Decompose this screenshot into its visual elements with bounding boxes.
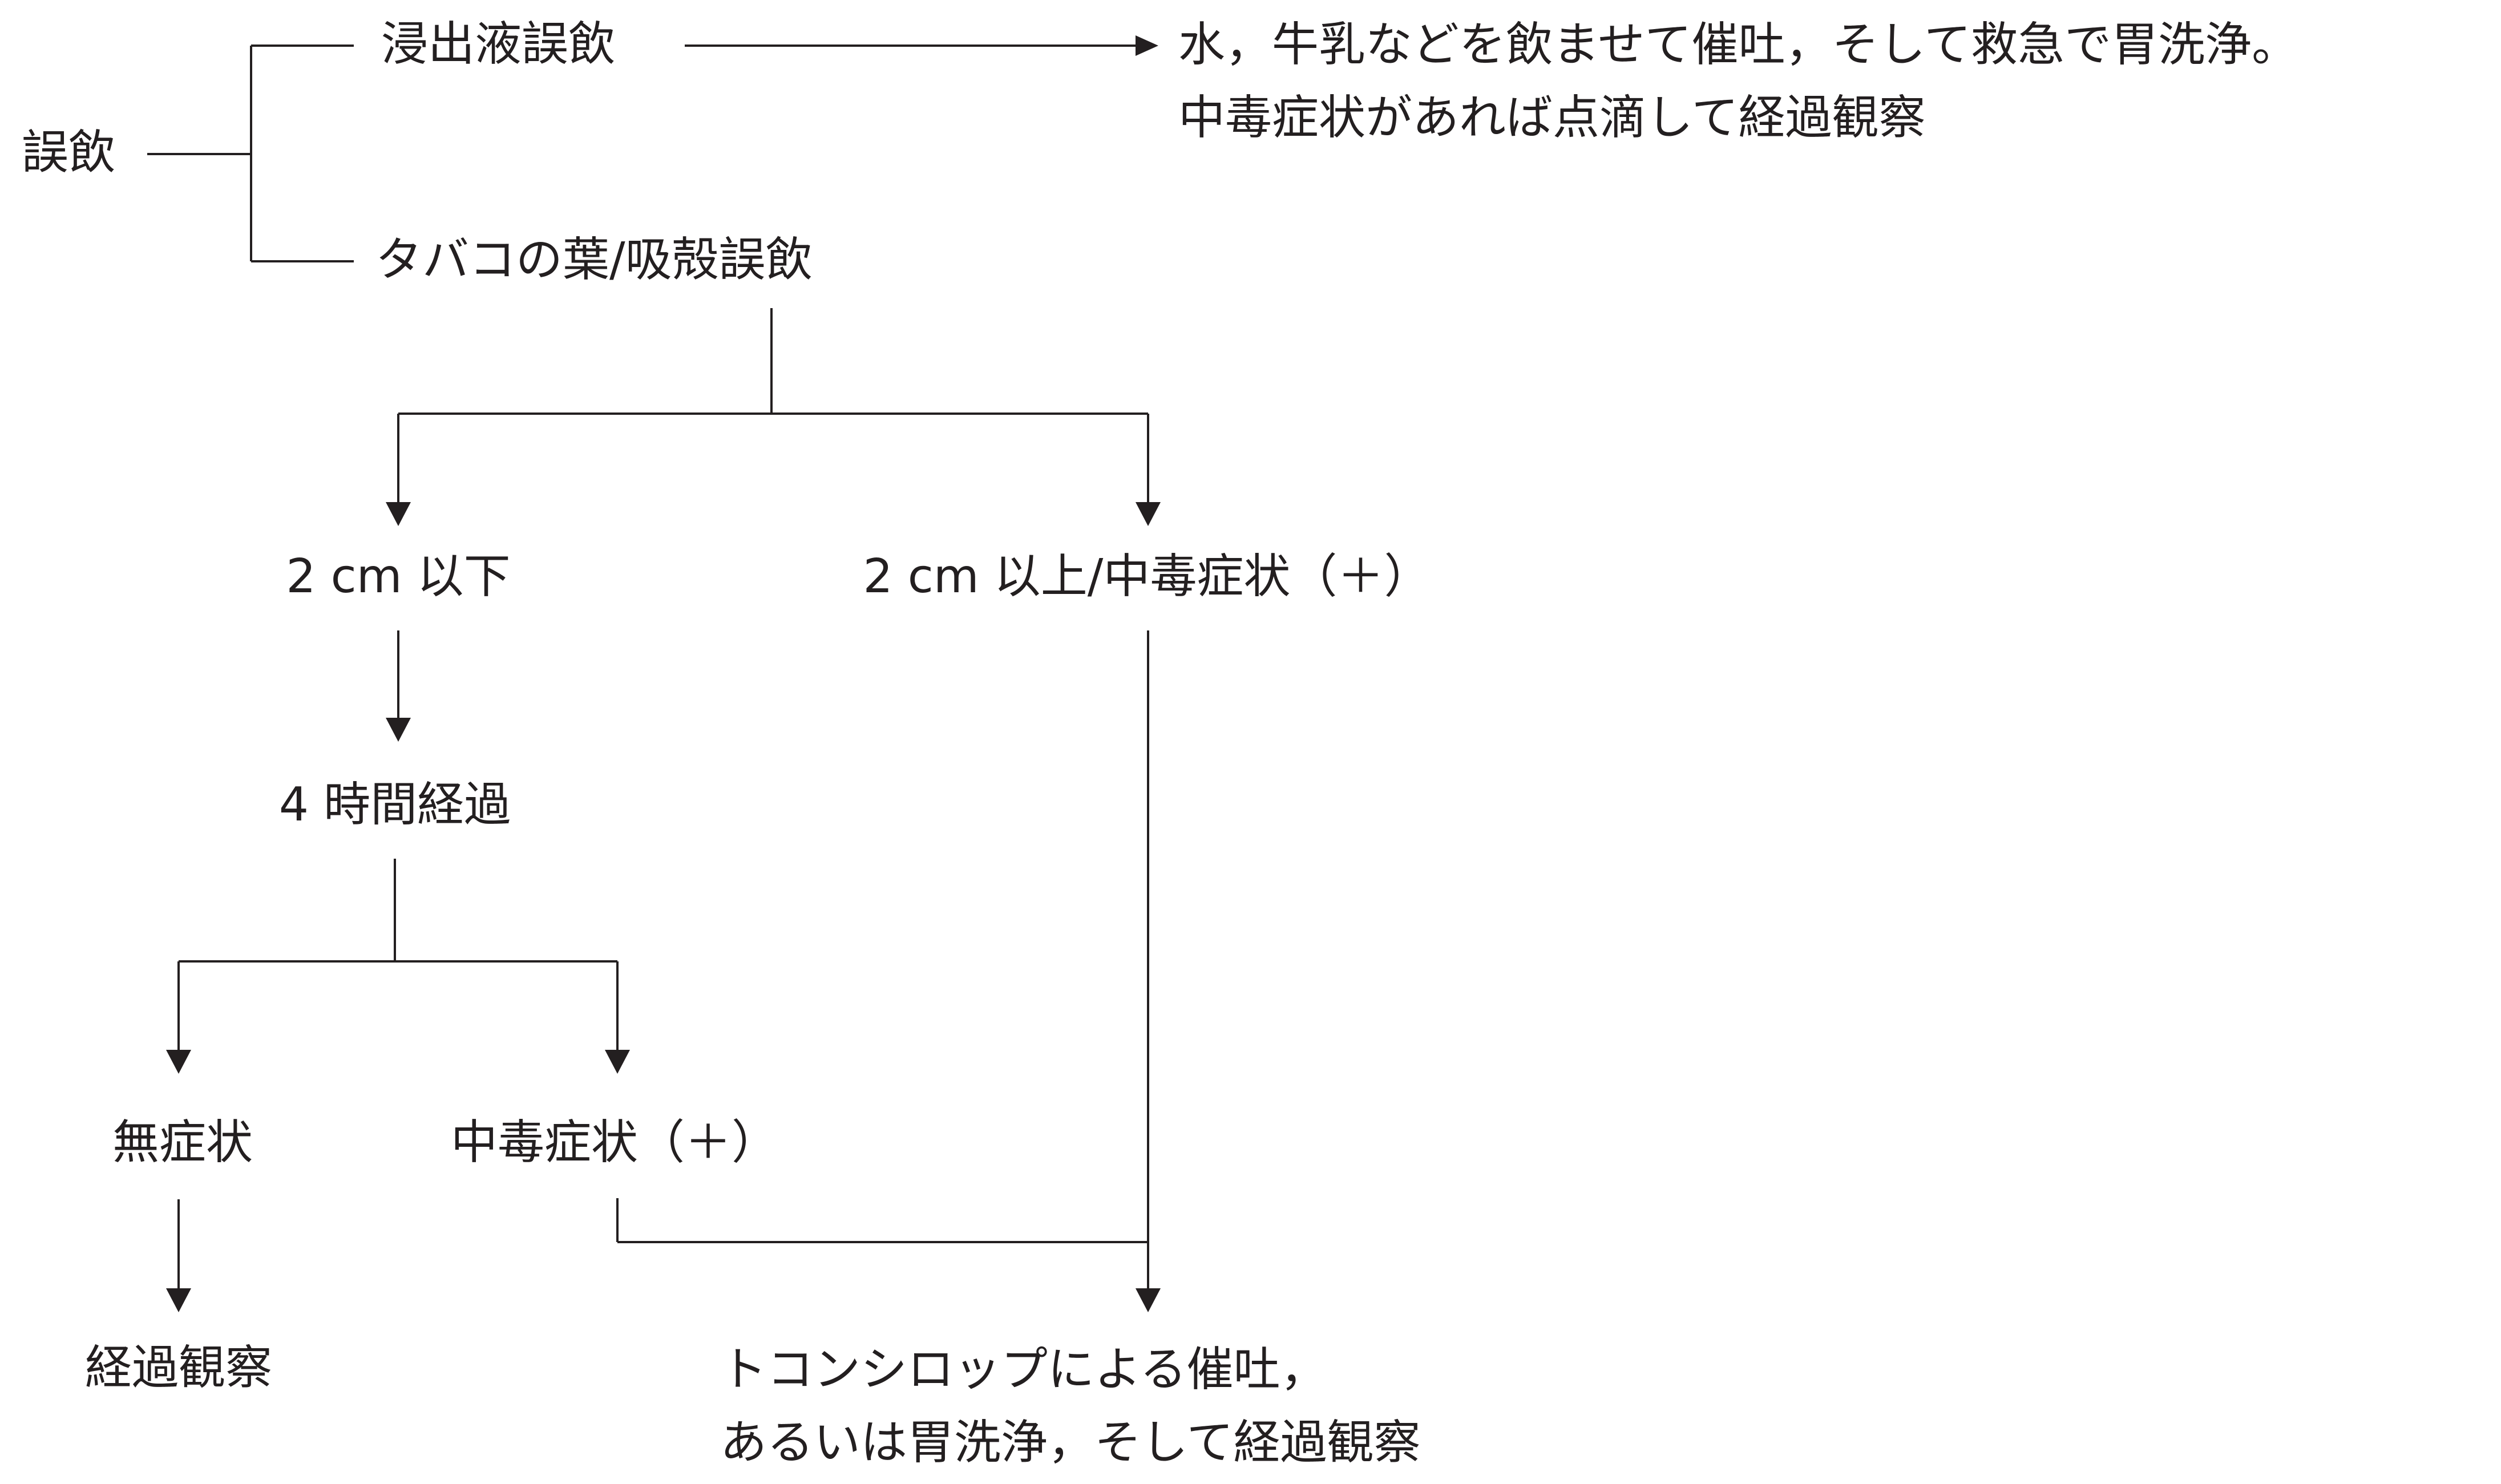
arrowhead-to-wait-4h: [386, 718, 411, 742]
node-infusion-ingestion: 浸出液誤飲: [381, 17, 616, 71]
node-over-2cm-or-symptoms: 2 cm 以上/中毒症状（＋）: [863, 549, 1431, 604]
node-4-hours-elapsed: 4 時間経過: [278, 778, 511, 832]
arrowhead-to-over-2cm: [1136, 502, 1161, 526]
arrowhead-to-infusion-action: [1136, 35, 1158, 56]
node-no-symptoms: 無症状: [112, 1115, 253, 1170]
emesis-line-1: トコンシロップによる催吐，: [720, 1343, 1327, 1397]
node-ingestion: 誤飲: [22, 126, 116, 180]
arrowhead-to-under-2cm: [386, 502, 411, 526]
infusion-action-line-2: 中毒症状があれば点滴して経過観察: [1178, 90, 1926, 145]
node-infusion-action: 水，牛乳などを飲ませて催吐，そして救急で胃洗浄。 中毒症状があれば点滴して経過観…: [1178, 9, 2298, 155]
arrowhead-to-observe: [166, 1288, 191, 1312]
infusion-action-line-1: 水，牛乳などを飲ませて催吐，そして救急で胃洗浄。: [1178, 18, 2299, 72]
node-ipecac-emesis: トコンシロップによる催吐， あるいは胃洗浄，そして経過観察: [720, 1333, 1421, 1479]
node-leaf-butt-ingestion: タバコの葉/吸殻誤飲: [375, 233, 813, 287]
node-poisoning-symptoms: 中毒症状（＋）: [450, 1115, 779, 1170]
emesis-line-2: あるいは胃洗浄，そして経過観察: [720, 1415, 1421, 1470]
arrowhead-to-emesis: [1136, 1288, 1161, 1312]
node-under-2cm: 2 cm 以下: [286, 549, 511, 604]
node-observe: 経過観察: [84, 1341, 273, 1395]
arrowhead-to-no-symptoms: [166, 1050, 191, 1074]
arrowhead-to-symptoms: [605, 1050, 630, 1074]
